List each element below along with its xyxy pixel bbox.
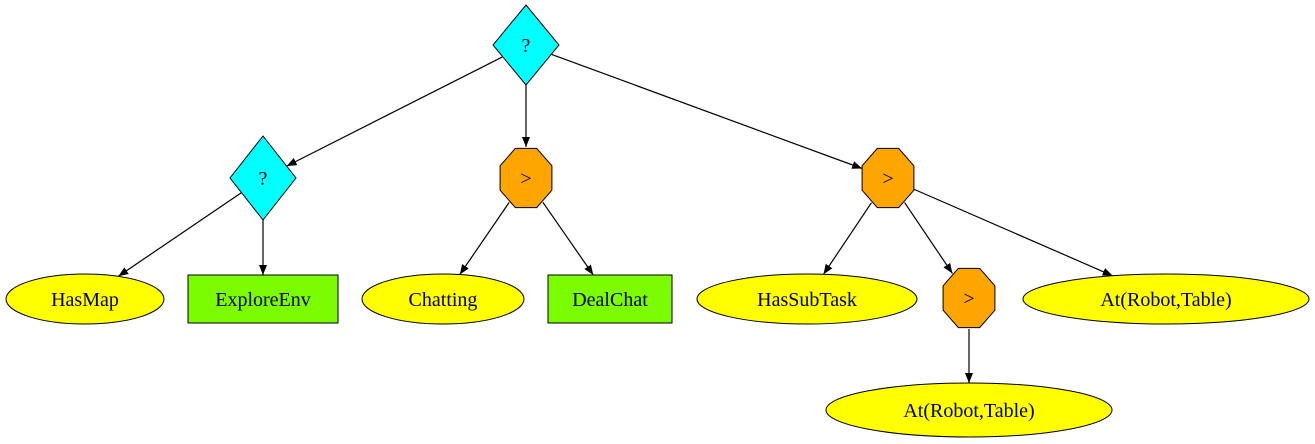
node-label: HasSubTask xyxy=(757,289,857,311)
node-hassubtask: HasSubTask xyxy=(696,273,918,325)
condition-ellipse-shape xyxy=(825,382,1113,438)
edge-seq2-to-at1 xyxy=(913,188,1113,277)
node-label: > xyxy=(520,168,531,190)
node-at1: At(Robot,Table) xyxy=(1022,273,1310,325)
node-label: HasMap xyxy=(51,289,119,311)
nodes-layer: ?? > > HasMap ExploreEnv Chatting DealChat HasS… xyxy=(5,4,1310,438)
node-label: At(Robot,Table) xyxy=(903,400,1034,422)
edge-root-to-seq2 xyxy=(551,53,863,170)
edge-fb2-to-hasmap xyxy=(117,192,242,277)
node-label: ExploreEnv xyxy=(215,289,311,311)
node-seq2: > xyxy=(861,147,915,209)
condition-ellipse-shape xyxy=(5,273,165,325)
fallback-diamond-shape xyxy=(229,135,297,221)
node-exploreenv: ExploreEnv xyxy=(187,274,339,324)
edge-seq1-to-chatting xyxy=(459,202,510,275)
sequence-octagon-shape xyxy=(942,267,996,329)
fallback-diamond-shape xyxy=(492,4,560,86)
node-label: ? xyxy=(522,35,531,57)
edges-layer xyxy=(117,53,1113,383)
node-fb2: ? xyxy=(229,135,297,221)
node-label: Chatting xyxy=(409,289,478,311)
action-rectangle-shape xyxy=(547,274,673,324)
condition-ellipse-shape xyxy=(361,273,525,325)
sequence-octagon-shape xyxy=(499,147,553,209)
condition-ellipse-shape xyxy=(696,273,918,325)
node-seq1: > xyxy=(499,147,553,209)
edge-seq2-to-hassubtask xyxy=(823,202,872,275)
node-label: > xyxy=(963,288,974,310)
edge-seq1-to-dealchat xyxy=(542,201,594,276)
sequence-octagon-shape xyxy=(861,147,915,209)
node-root: ? xyxy=(492,4,560,86)
node-label: ? xyxy=(259,168,268,190)
node-chatting: Chatting xyxy=(361,273,525,325)
edge-root-to-fb2 xyxy=(286,56,503,167)
node-label: At(Robot,Table) xyxy=(1100,289,1231,311)
node-seq3: > xyxy=(942,267,996,329)
node-label: DealChat xyxy=(572,289,648,311)
node-hasmap: HasMap xyxy=(5,273,165,325)
node-dealchat: DealChat xyxy=(547,274,673,324)
edge-seq2-to-seq3 xyxy=(904,202,953,274)
action-rectangle-shape xyxy=(187,274,339,324)
node-label: > xyxy=(882,168,893,190)
condition-ellipse-shape xyxy=(1022,273,1310,325)
node-at2: At(Robot,Table) xyxy=(825,382,1113,438)
